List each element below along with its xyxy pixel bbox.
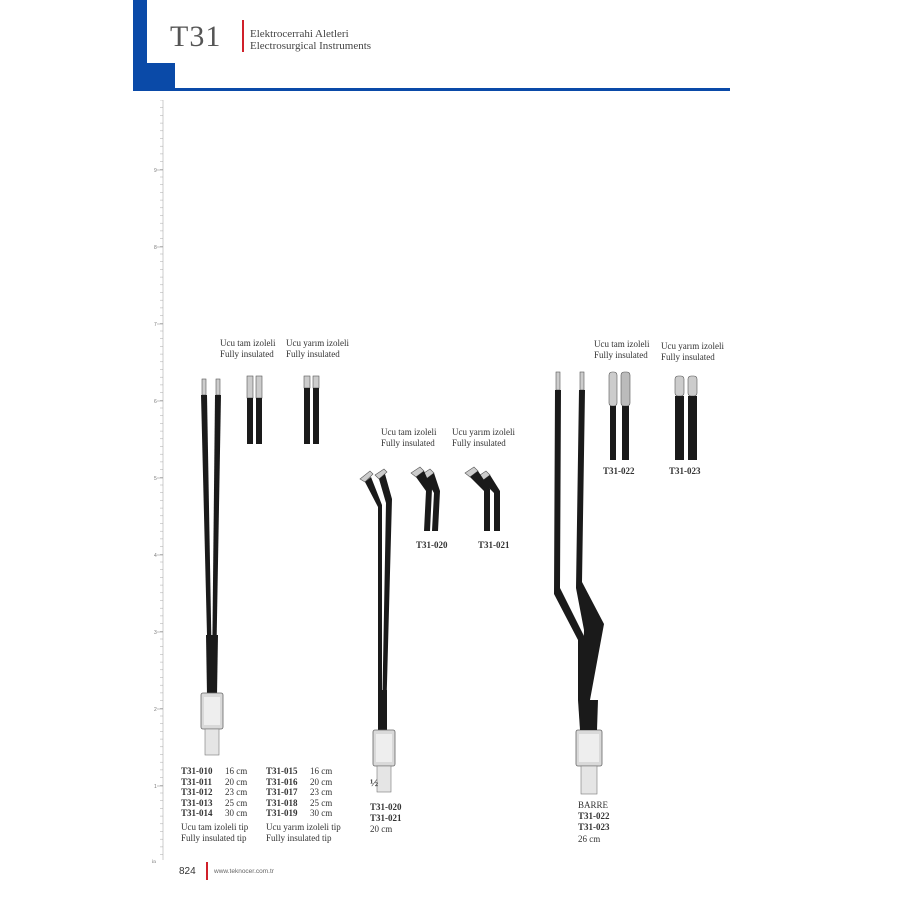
item-size: 20 cm bbox=[310, 776, 333, 787]
item-size: 30 cm bbox=[310, 808, 333, 818]
ruler-label: 9 bbox=[154, 168, 157, 174]
g2-size: 20 cm bbox=[370, 824, 393, 834]
ruler-label: 2 bbox=[154, 707, 157, 713]
g1-left-desc-tr: Ucu tam izoleli tip bbox=[181, 822, 249, 832]
g2-full-en: Fully insulated bbox=[381, 437, 435, 448]
ruler-label: 7 bbox=[154, 322, 157, 328]
page-number: 824 bbox=[179, 866, 196, 877]
list-item: T31-012 23 cm bbox=[181, 787, 247, 798]
list-item: T31-014 30 cm bbox=[181, 808, 247, 819]
item-code: T31-010 bbox=[181, 766, 213, 776]
item-code: T31-013 bbox=[181, 797, 213, 808]
g3-half-en: Fully insulated bbox=[661, 351, 715, 362]
g3-bottom-b: T31-023 bbox=[578, 822, 610, 832]
straight-forceps-image bbox=[200, 378, 224, 756]
ruler-label: 4 bbox=[154, 553, 157, 559]
list-item: T31-015 16 cm bbox=[266, 766, 332, 777]
footer-divider bbox=[206, 862, 208, 880]
g3-full-caption: Ucu tam izoleli Fully insulated bbox=[594, 339, 649, 360]
g3-full-tr: Ucu tam izoleli bbox=[594, 339, 650, 349]
ruler-label: 8 bbox=[154, 245, 157, 251]
item-code: T31-012 bbox=[181, 787, 213, 797]
g2-full-tr: Ucu tam izoleli bbox=[381, 427, 437, 437]
g1-left-desc-en: Fully insulated tip bbox=[181, 832, 247, 843]
item-size: 23 cm bbox=[310, 787, 333, 797]
g3-full-en: Fully insulated bbox=[594, 349, 648, 360]
g3-half-tip-detail bbox=[674, 375, 698, 460]
g1-full-caption: Ucu tam izoleli Fully insulated bbox=[220, 338, 275, 359]
bayonet-forceps-image bbox=[554, 371, 604, 795]
angled-forceps-image bbox=[359, 468, 396, 793]
g3-bottom-a: T31-022 bbox=[578, 811, 610, 821]
item-size: 23 cm bbox=[225, 787, 248, 797]
item-code: T31-014 bbox=[181, 808, 213, 818]
g1-full-tip-detail bbox=[246, 375, 263, 444]
g2-half-en: Fully insulated bbox=[452, 437, 506, 448]
g2-full-caption: Ucu tam izoleli Fully insulated bbox=[381, 427, 436, 448]
header-divider bbox=[242, 20, 244, 52]
g2-bottom-a: T31-020 bbox=[370, 802, 402, 812]
item-size: 16 cm bbox=[310, 766, 333, 776]
item-size: 20 cm bbox=[225, 776, 248, 787]
g3-full-tip-detail bbox=[608, 371, 631, 460]
list-item: T31-019 30 cm bbox=[266, 808, 332, 819]
g3-half-tr: Ucu yarım izoleli bbox=[661, 341, 724, 351]
ruler-label: 1 bbox=[154, 784, 157, 790]
list-item: T31-017 23 cm bbox=[266, 787, 332, 798]
g2-half-tr: Ucu yarım izoleli bbox=[452, 427, 515, 437]
ruler-unit: in bbox=[152, 860, 156, 865]
item-code: T31-016 bbox=[266, 776, 298, 787]
g3-name: BARRE bbox=[578, 800, 609, 810]
g1-half-en: Fully insulated bbox=[286, 348, 340, 359]
g3-half-caption: Ucu yarım izoleli Fully insulated bbox=[661, 341, 724, 362]
item-size: 25 cm bbox=[310, 797, 333, 808]
list-item: T31-013 25 cm bbox=[181, 798, 247, 809]
footer-url[interactable]: www.teknocer.com.tr bbox=[214, 868, 274, 875]
item-code: T31-017 bbox=[266, 787, 298, 797]
ruler-label: 5 bbox=[154, 476, 157, 482]
item-size: 30 cm bbox=[225, 808, 248, 818]
ruler-label: 6 bbox=[154, 399, 157, 405]
g2-scale: ½ bbox=[370, 777, 379, 789]
g1-half-tr: Ucu yarım izoleli bbox=[286, 338, 349, 348]
g1-right-desc-en: Fully insulated tip bbox=[266, 832, 332, 843]
g1-right-desc: Ucu yarım izoleli tip Fully insulated ti… bbox=[266, 822, 341, 843]
g2-code-a: T31-020 bbox=[416, 540, 448, 550]
item-size: 25 cm bbox=[225, 797, 248, 808]
item-code: T31-018 bbox=[266, 797, 298, 808]
g2-half-caption: Ucu yarım izoleli Fully insulated bbox=[452, 427, 515, 448]
g1-left-desc: Ucu tam izoleli tip Fully insulated tip bbox=[181, 822, 248, 843]
g3-code-b: T31-023 bbox=[669, 466, 701, 476]
g2-full-tip-detail bbox=[410, 466, 440, 531]
list-item: T31-010 16 cm bbox=[181, 766, 247, 777]
list-item: T31-018 25 cm bbox=[266, 798, 332, 809]
header-rule bbox=[133, 88, 730, 91]
g1-full-tr: Ucu tam izoleli bbox=[220, 338, 276, 348]
list-item: T31-011 20 cm bbox=[181, 777, 247, 788]
g1-half-caption: Ucu yarım izoleli Fully insulated bbox=[286, 338, 349, 359]
page-code: T31 bbox=[170, 20, 222, 53]
title-english: Electrosurgical Instruments bbox=[250, 40, 372, 52]
list-item: T31-016 20 cm bbox=[266, 777, 332, 788]
inch-ruler: 9 8 7 6 5 4 3 2 1 bbox=[154, 100, 164, 860]
g2-half-tip-detail bbox=[464, 466, 500, 531]
g3-code-a: T31-022 bbox=[603, 466, 635, 476]
g3-size: 26 cm bbox=[578, 834, 601, 844]
item-code: T31-011 bbox=[181, 776, 213, 787]
g2-bottom-b: T31-021 bbox=[370, 813, 402, 823]
ruler-label: 3 bbox=[154, 630, 157, 636]
title-turkish: Elektrocerrahi Aletleri bbox=[250, 28, 349, 40]
g1-right-desc-tr: Ucu yarım izoleli tip bbox=[266, 822, 341, 832]
g1-full-en: Fully insulated bbox=[220, 348, 274, 359]
g2-code-b: T31-021 bbox=[478, 540, 510, 550]
item-size: 16 cm bbox=[225, 766, 248, 776]
item-code: T31-015 bbox=[266, 766, 298, 776]
g1-half-tip-detail bbox=[303, 375, 320, 444]
item-code: T31-019 bbox=[266, 808, 298, 818]
header-blue-corner bbox=[133, 0, 203, 91]
